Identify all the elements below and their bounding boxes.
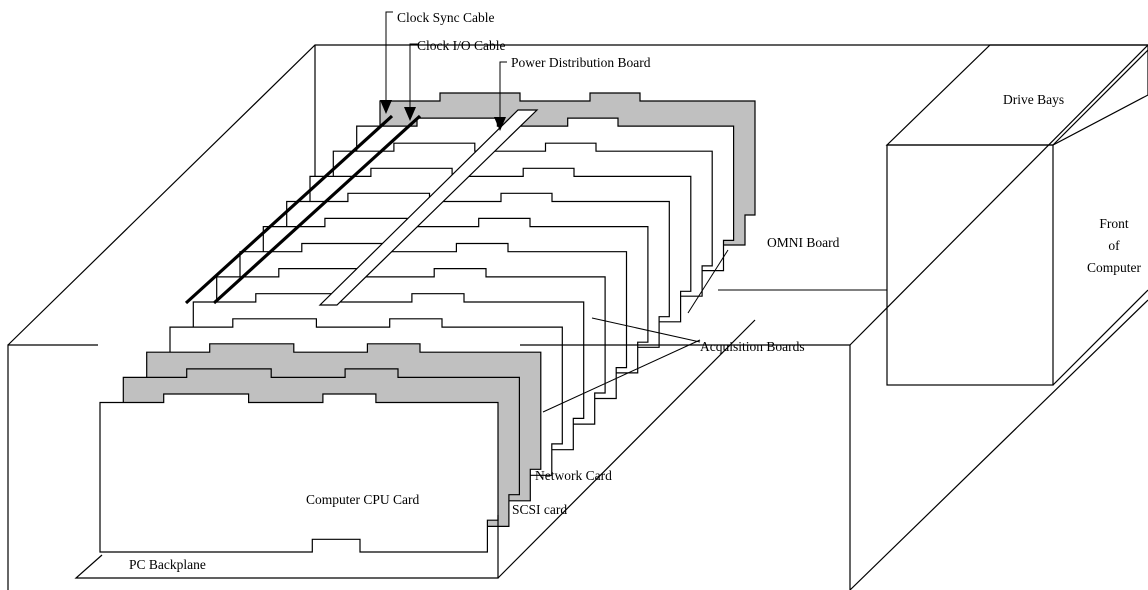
card-stack — [100, 93, 755, 552]
label-omni-board: OMNI Board — [767, 235, 840, 250]
label-clock-sync-cable: Clock Sync Cable — [397, 10, 495, 25]
label-drive-bays: Drive Bays — [1003, 92, 1064, 107]
label-front-line2: of — [1108, 238, 1120, 253]
label-network-card: Network Card — [535, 468, 612, 483]
computer-cpu-card — [100, 394, 498, 552]
label-computer-cpu-card: Computer CPU Card — [306, 492, 419, 507]
label-pc-backplane: PC Backplane — [129, 557, 206, 572]
label-clock-io-cable: Clock I/O Cable — [417, 38, 505, 53]
label-acquisition-boards: Acquisition Boards — [700, 339, 805, 354]
label-front-line1: Front — [1099, 216, 1129, 231]
label-power-distribution-board: Power Distribution Board — [511, 55, 651, 70]
chassis-floor — [718, 45, 1148, 590]
label-front-line3: Computer — [1087, 260, 1141, 275]
label-scsi-card: SCSI card — [512, 502, 567, 517]
